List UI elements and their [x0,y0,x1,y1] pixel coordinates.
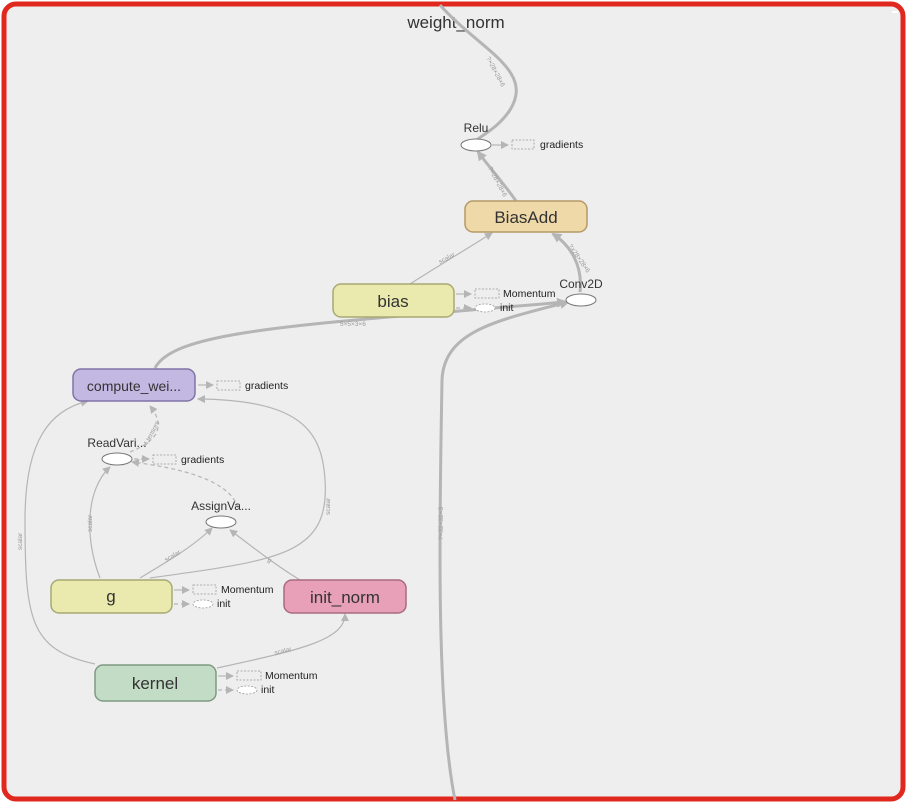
edge-label-bottom-conv2d: ?×32×32×3 [438,507,445,540]
edge-top-to-relu [438,4,518,142]
readvar-gradients-label: gradients [181,454,224,466]
assignvar-node[interactable]: AssignVa... [191,499,251,529]
kernel-init-aux[interactable]: init [218,684,275,696]
edge-kernel-compute-left [24,398,96,665]
readvar-op-icon[interactable] [101,452,133,466]
biasadd-label: BiasAdd [494,208,557,227]
kernel-momentum-label: Momentum [265,670,318,682]
g-init-label: init [217,598,231,610]
edge-initnorm-assignvar [229,529,301,581]
edge-label-g-compute-right: scalar [325,497,332,515]
bias-label: bias [377,292,408,311]
init-aux-icon [236,685,258,695]
edge-label-kernel-compute-left: scalar [17,532,24,550]
kernel-momentum-aux[interactable]: Momentum [218,670,318,682]
edge-g-assignvar [139,527,213,579]
bias-init-label: init [500,302,514,314]
edge-label-initnorm-assignvar: g [266,557,273,565]
relu-op-icon[interactable] [460,138,492,152]
assignvar-op-icon[interactable] [205,515,237,529]
bias-momentum-aux[interactable]: Momentum [456,288,556,300]
biasadd-node[interactable]: BiasAdd [464,200,588,233]
edge-biasadd-relu [476,150,518,202]
init-norm-label: init_norm [310,588,380,607]
edge-conv2d-biasadd [551,232,582,293]
gradients-aux-icon [216,380,241,391]
edge-g-readvar [89,466,111,579]
compute-weight-node[interactable]: compute_wei... [72,368,196,402]
assignvar-label: AssignVa... [191,499,251,513]
init-aux-icon [474,303,496,313]
conv2d-label: Conv2D [559,277,603,291]
edge-bias-biasadd [409,232,493,285]
bias-node[interactable]: bias [332,283,455,318]
conv2d-node[interactable]: Conv2D [559,277,603,307]
kernel-init-label: init [261,684,275,696]
g-momentum-aux[interactable]: Momentum [174,584,274,596]
edge-assignvar-readvar [131,458,239,509]
edge-readvar-compute [129,405,159,453]
g-label: g [106,587,115,606]
compute-weight-gradients-aux[interactable]: gradients [198,380,288,392]
readvar-node[interactable]: ReadVari... [87,436,147,466]
relu-gradients-label: gradients [540,139,583,151]
momentum-aux-icon [192,584,217,595]
conv2d-op-icon[interactable] [565,293,597,307]
gradients-aux-icon [152,454,177,465]
kernel-node[interactable]: kernel [94,664,217,702]
relu-label: Relu [464,121,489,135]
momentum-aux-icon [236,670,262,681]
momentum-aux-icon [474,288,500,299]
edge-kernel-initnorm [216,613,349,669]
edge-bottom-to-conv2d [438,299,570,801]
edge-g-compute-right [149,395,326,579]
compute-weight-label: compute_wei... [87,378,181,394]
compute-weight-gradients-label: gradients [245,380,288,392]
relu-gradients-aux[interactable]: gradients [492,139,583,151]
edge-label-compute-conv2d: 5×5×3×6 [340,321,366,328]
readvar-label: ReadVari... [87,436,146,450]
g-init-aux[interactable]: init [174,598,231,610]
g-node[interactable]: g [50,579,173,614]
readvar-gradients-aux[interactable]: gradients [134,454,224,466]
g-momentum-label: Momentum [221,584,274,596]
relu-node[interactable]: Relu [460,121,492,152]
gradients-aux-icon [511,139,535,150]
bias-init-aux[interactable]: init [456,302,514,314]
kernel-label: kernel [132,674,178,693]
edge-label-kernel-initnorm: scalar [274,646,293,657]
init-norm-node[interactable]: init_norm [283,579,407,614]
bias-momentum-label: Momentum [503,288,556,300]
init-aux-icon [192,599,214,609]
edge-label-g-readvar: scalar [87,514,94,532]
